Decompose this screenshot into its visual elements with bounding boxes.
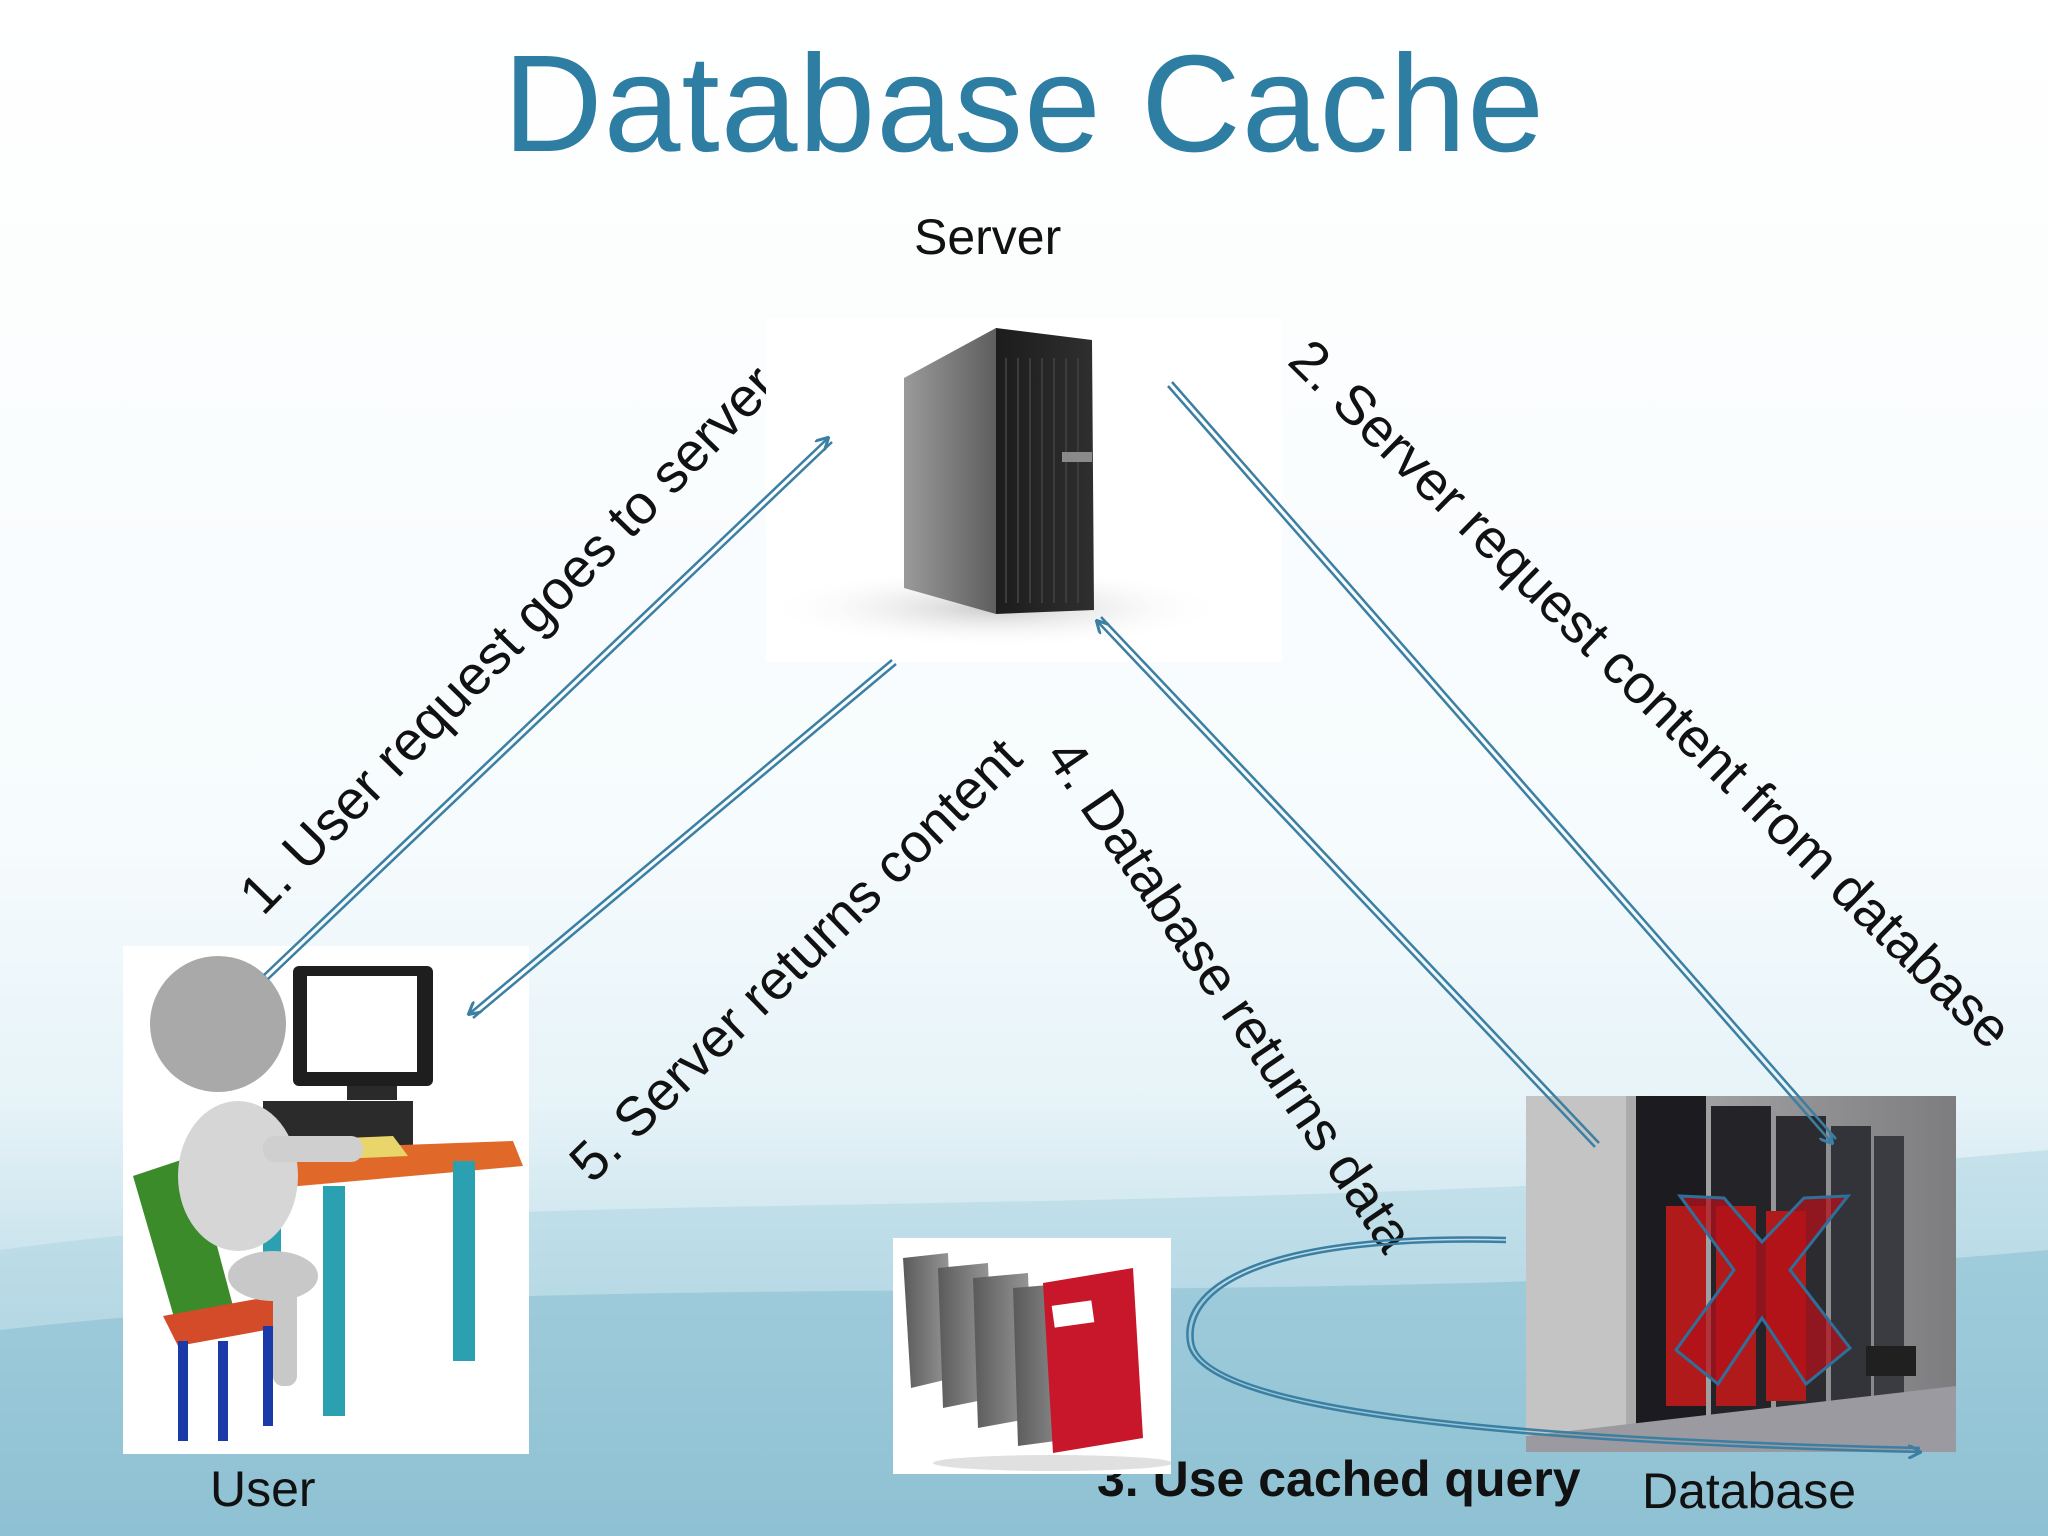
arrow-server-to-database [1167,381,1837,1143]
database-label: Database [1642,1463,1857,1519]
database-unavailable-x-icon [1673,1194,1853,1387]
cached-query-label: 3. Use cached query [1097,1451,1581,1507]
arrow-database-to-server [1097,616,1600,1148]
arrow-server-to-user [469,659,897,1019]
cached-folders-image [893,1238,1171,1474]
page-title: Database Cache [503,27,1545,181]
arrow-cached-query-loop [1186,1236,1920,1452]
arrow-user-to-server [263,438,833,980]
user-at-computer-image [123,946,529,1454]
user-label: User [210,1461,316,1517]
server-label: Server [914,209,1062,265]
